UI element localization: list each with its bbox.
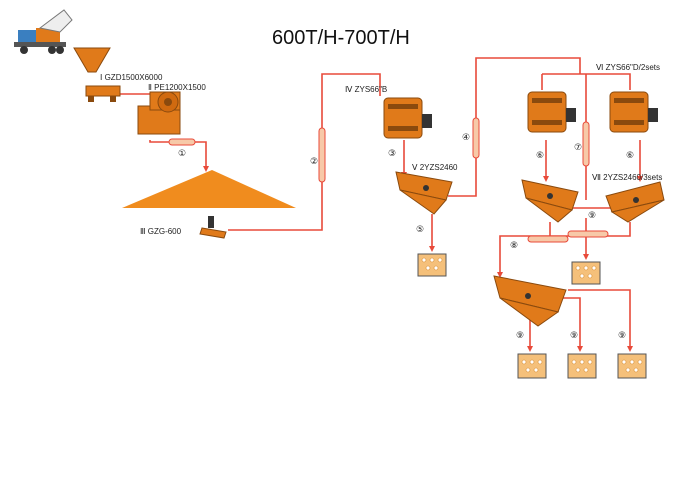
label-gzg: Ⅲ GZG-600 xyxy=(140,227,182,236)
cone-crusher-d-right-icon xyxy=(609,91,658,133)
product-bin-bottom-2 xyxy=(567,353,597,379)
arrow-9c xyxy=(627,346,633,352)
marker-9-bottom-2: ⑨ xyxy=(570,331,578,341)
marker-1: ① xyxy=(178,149,186,159)
cone-crusher-d-left-icon xyxy=(527,91,576,133)
arrow-9-mid xyxy=(583,254,589,260)
bin-dots xyxy=(421,257,643,373)
label-screen-a: Ⅴ 2YZS2460 xyxy=(412,163,458,172)
capsule-4 xyxy=(472,117,480,159)
hopper-icon xyxy=(73,47,111,73)
marker-6a: ⑥ xyxy=(536,151,544,161)
capsule-7 xyxy=(582,121,590,167)
cone-crusher-b-icon xyxy=(383,97,432,139)
flow-line-4 xyxy=(448,57,581,197)
marker-8: ⑧ xyxy=(510,241,518,251)
dump-truck-icon xyxy=(14,9,73,54)
marker-9-bottom-3: ⑨ xyxy=(618,331,626,341)
label-cone-d: Ⅵ ZYS66"D/2sets xyxy=(596,63,660,72)
marker-4: ④ xyxy=(462,133,470,143)
vibrating-screen-a-icon xyxy=(395,171,453,215)
arrow-8 xyxy=(497,272,503,278)
stockpile-icon xyxy=(122,170,296,208)
marker-2: ② xyxy=(310,157,318,167)
product-bin-bottom-1 xyxy=(517,353,547,379)
flow-line-top-split xyxy=(542,73,631,90)
flow-line-2 xyxy=(228,73,381,231)
arrow-9a xyxy=(527,346,533,352)
arrow-6b xyxy=(637,176,643,182)
flow-line-8 xyxy=(499,222,551,272)
vibrating-screen-b-left-icon xyxy=(521,179,579,223)
marker-5: ⑤ xyxy=(416,225,424,235)
label-jaw-crusher: Ⅱ PE1200X1500 xyxy=(148,83,206,92)
flow-line-9b xyxy=(560,297,581,346)
label-feeder: Ⅰ GZD1500X6000 xyxy=(100,73,163,82)
capsule-1 xyxy=(168,138,196,146)
product-bin-middle xyxy=(571,261,601,285)
arrow-9b xyxy=(577,346,583,352)
capsule-8 xyxy=(527,235,569,243)
marker-7: ⑦ xyxy=(574,143,582,153)
vibrating-screen-lower-icon xyxy=(493,275,567,327)
flow-line-9c xyxy=(568,289,631,346)
gzg-feeder-icon xyxy=(199,216,227,239)
diagram-title: 600T/H-700T/H xyxy=(272,27,410,49)
product-bin-bottom-3 xyxy=(617,353,647,379)
product-bin-5 xyxy=(417,253,447,277)
arrow-1 xyxy=(203,166,209,172)
label-screen-b: Ⅶ 2YZS2460/3sets xyxy=(592,173,662,182)
marker-9-mid: ⑨ xyxy=(588,211,596,221)
vibrating-feeder-icon xyxy=(85,85,121,102)
capsule-9-h xyxy=(567,230,609,238)
marker-3: ③ xyxy=(388,149,396,159)
capsule-2 xyxy=(318,127,326,183)
arrow-6a xyxy=(543,176,549,182)
flow-capsules xyxy=(168,117,609,243)
marker-9-bottom-1: ⑨ xyxy=(516,331,524,341)
step-markers: ① ② ③ ④ ⑤ ⑥ ⑥ ⑦ ⑧ ⑨ ⑨ ⑨ ⑨ xyxy=(178,133,634,341)
vibrating-screen-b-right-icon xyxy=(605,181,665,223)
label-cone-b: Ⅳ ZYS66"B xyxy=(345,85,387,94)
marker-6b: ⑥ xyxy=(626,151,634,161)
jaw-crusher-icon xyxy=(137,91,181,135)
arrow-5 xyxy=(429,246,435,252)
